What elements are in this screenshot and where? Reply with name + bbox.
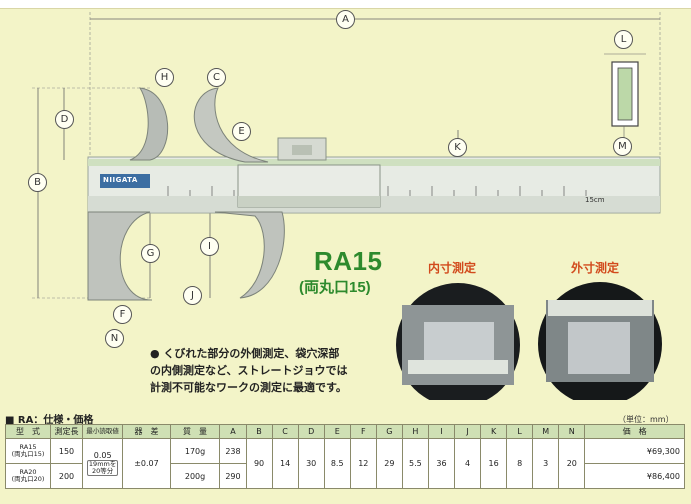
g-cell: 29 bbox=[375, 438, 403, 489]
spec-header-row: 型 式 測定長 最小読取値 器 差 質 量 A B C D E F G H I … bbox=[4, 424, 685, 439]
col-n: N bbox=[558, 424, 586, 439]
a-ra15: 238 bbox=[219, 438, 247, 464]
col-c: C bbox=[271, 424, 299, 439]
dim-label-d: D bbox=[55, 110, 74, 129]
col-a: A bbox=[219, 424, 247, 439]
col-h: H bbox=[401, 424, 429, 439]
c-cell: 14 bbox=[271, 438, 299, 489]
spec-row-ra20: RA20(両丸口20) 200 200g 290 ¥86,400 bbox=[4, 463, 685, 489]
unit-note: （単位：mm） bbox=[618, 415, 674, 424]
col-k: K bbox=[480, 424, 508, 439]
inside-measurement-caption: 内寸測定 bbox=[428, 261, 477, 275]
tolerance-cell: ±0.07 bbox=[122, 438, 171, 489]
col-f: F bbox=[349, 424, 377, 439]
mass-ra20: 200g bbox=[169, 463, 221, 489]
dim-label-l: L bbox=[614, 30, 633, 49]
i-cell: 36 bbox=[427, 438, 456, 489]
col-e: E bbox=[323, 424, 351, 439]
a-ra20: 290 bbox=[219, 463, 247, 489]
col-tolerance: 器 差 bbox=[122, 424, 171, 439]
l-cell: 8 bbox=[506, 438, 534, 489]
dim-label-c: C bbox=[207, 68, 226, 87]
dim-label-e: E bbox=[232, 122, 251, 141]
d-cell: 30 bbox=[297, 438, 325, 489]
outside-measurement-caption: 外寸測定 bbox=[571, 261, 620, 275]
feature-note-line-1: ● くびれた部分の外側測定、袋穴深部 bbox=[150, 347, 340, 360]
m-cell: 3 bbox=[532, 438, 560, 489]
product-model: RA15 bbox=[314, 246, 383, 276]
f-cell: 12 bbox=[349, 438, 377, 489]
j-cell: 4 bbox=[453, 438, 482, 489]
spec-table: 型 式 測定長 最小読取値 器 差 質 量 A B C D E F G H I … bbox=[4, 424, 685, 489]
col-min-reading: 最小読取値 bbox=[81, 424, 124, 439]
col-g: G bbox=[375, 424, 403, 439]
dim-label-i: I bbox=[200, 237, 219, 256]
feature-note: ● くびれた部分の外側測定、袋穴深部 の内側測定など、ストレートジョウでは 計測… bbox=[150, 345, 410, 396]
feature-note-line-3: 計測不可能なワークの測定に最適です。 bbox=[150, 381, 347, 394]
col-m: M bbox=[532, 424, 560, 439]
dim-label-b: B bbox=[28, 173, 47, 192]
spec-heading: ■ RA：仕様・価格 bbox=[5, 415, 94, 426]
dim-label-a: A bbox=[336, 10, 355, 29]
dim-label-f: F bbox=[113, 305, 132, 324]
col-b: B bbox=[245, 424, 273, 439]
h-cell: 5.5 bbox=[401, 438, 429, 489]
col-range: 測定長 bbox=[50, 424, 83, 439]
col-d: D bbox=[297, 424, 325, 439]
col-price: 価 格 bbox=[584, 424, 685, 439]
price-ra20: ¥86,400 bbox=[584, 463, 685, 489]
dim-label-g: G bbox=[141, 244, 160, 263]
k-cell: 16 bbox=[480, 438, 508, 489]
b-cell: 90 bbox=[245, 438, 273, 489]
range-ra15: 150 bbox=[50, 438, 83, 464]
n-cell: 20 bbox=[558, 438, 586, 489]
col-l: L bbox=[506, 424, 534, 439]
brand-logo-text: NIIGATA bbox=[103, 176, 138, 184]
e-cell: 8.5 bbox=[323, 438, 351, 489]
unit-mark-15cm: 15cm bbox=[585, 196, 605, 204]
col-j: J bbox=[453, 424, 482, 439]
caliper-diagram bbox=[32, 12, 662, 400]
range-ra20: 200 bbox=[50, 463, 83, 489]
col-i: I bbox=[427, 424, 456, 439]
dim-label-h: H bbox=[155, 68, 174, 87]
col-model: 型 式 bbox=[4, 424, 52, 439]
mass-ra15: 170g bbox=[169, 438, 221, 464]
price-ra15: ¥69,300 bbox=[584, 438, 685, 464]
top-border bbox=[0, 0, 691, 9]
model-ra20: RA20(両丸口20) bbox=[4, 463, 52, 489]
dim-label-n: N bbox=[105, 329, 124, 348]
dim-label-k: K bbox=[448, 138, 467, 157]
feature-note-line-2: の内側測定など、ストレートジョウでは bbox=[150, 364, 348, 377]
product-subtitle: (両丸口15) bbox=[299, 279, 371, 296]
col-mass: 質 量 bbox=[169, 424, 221, 439]
dim-label-m: M bbox=[613, 137, 632, 156]
dim-label-j: J bbox=[183, 286, 202, 305]
model-ra15: RA15(両丸口15) bbox=[4, 438, 52, 464]
